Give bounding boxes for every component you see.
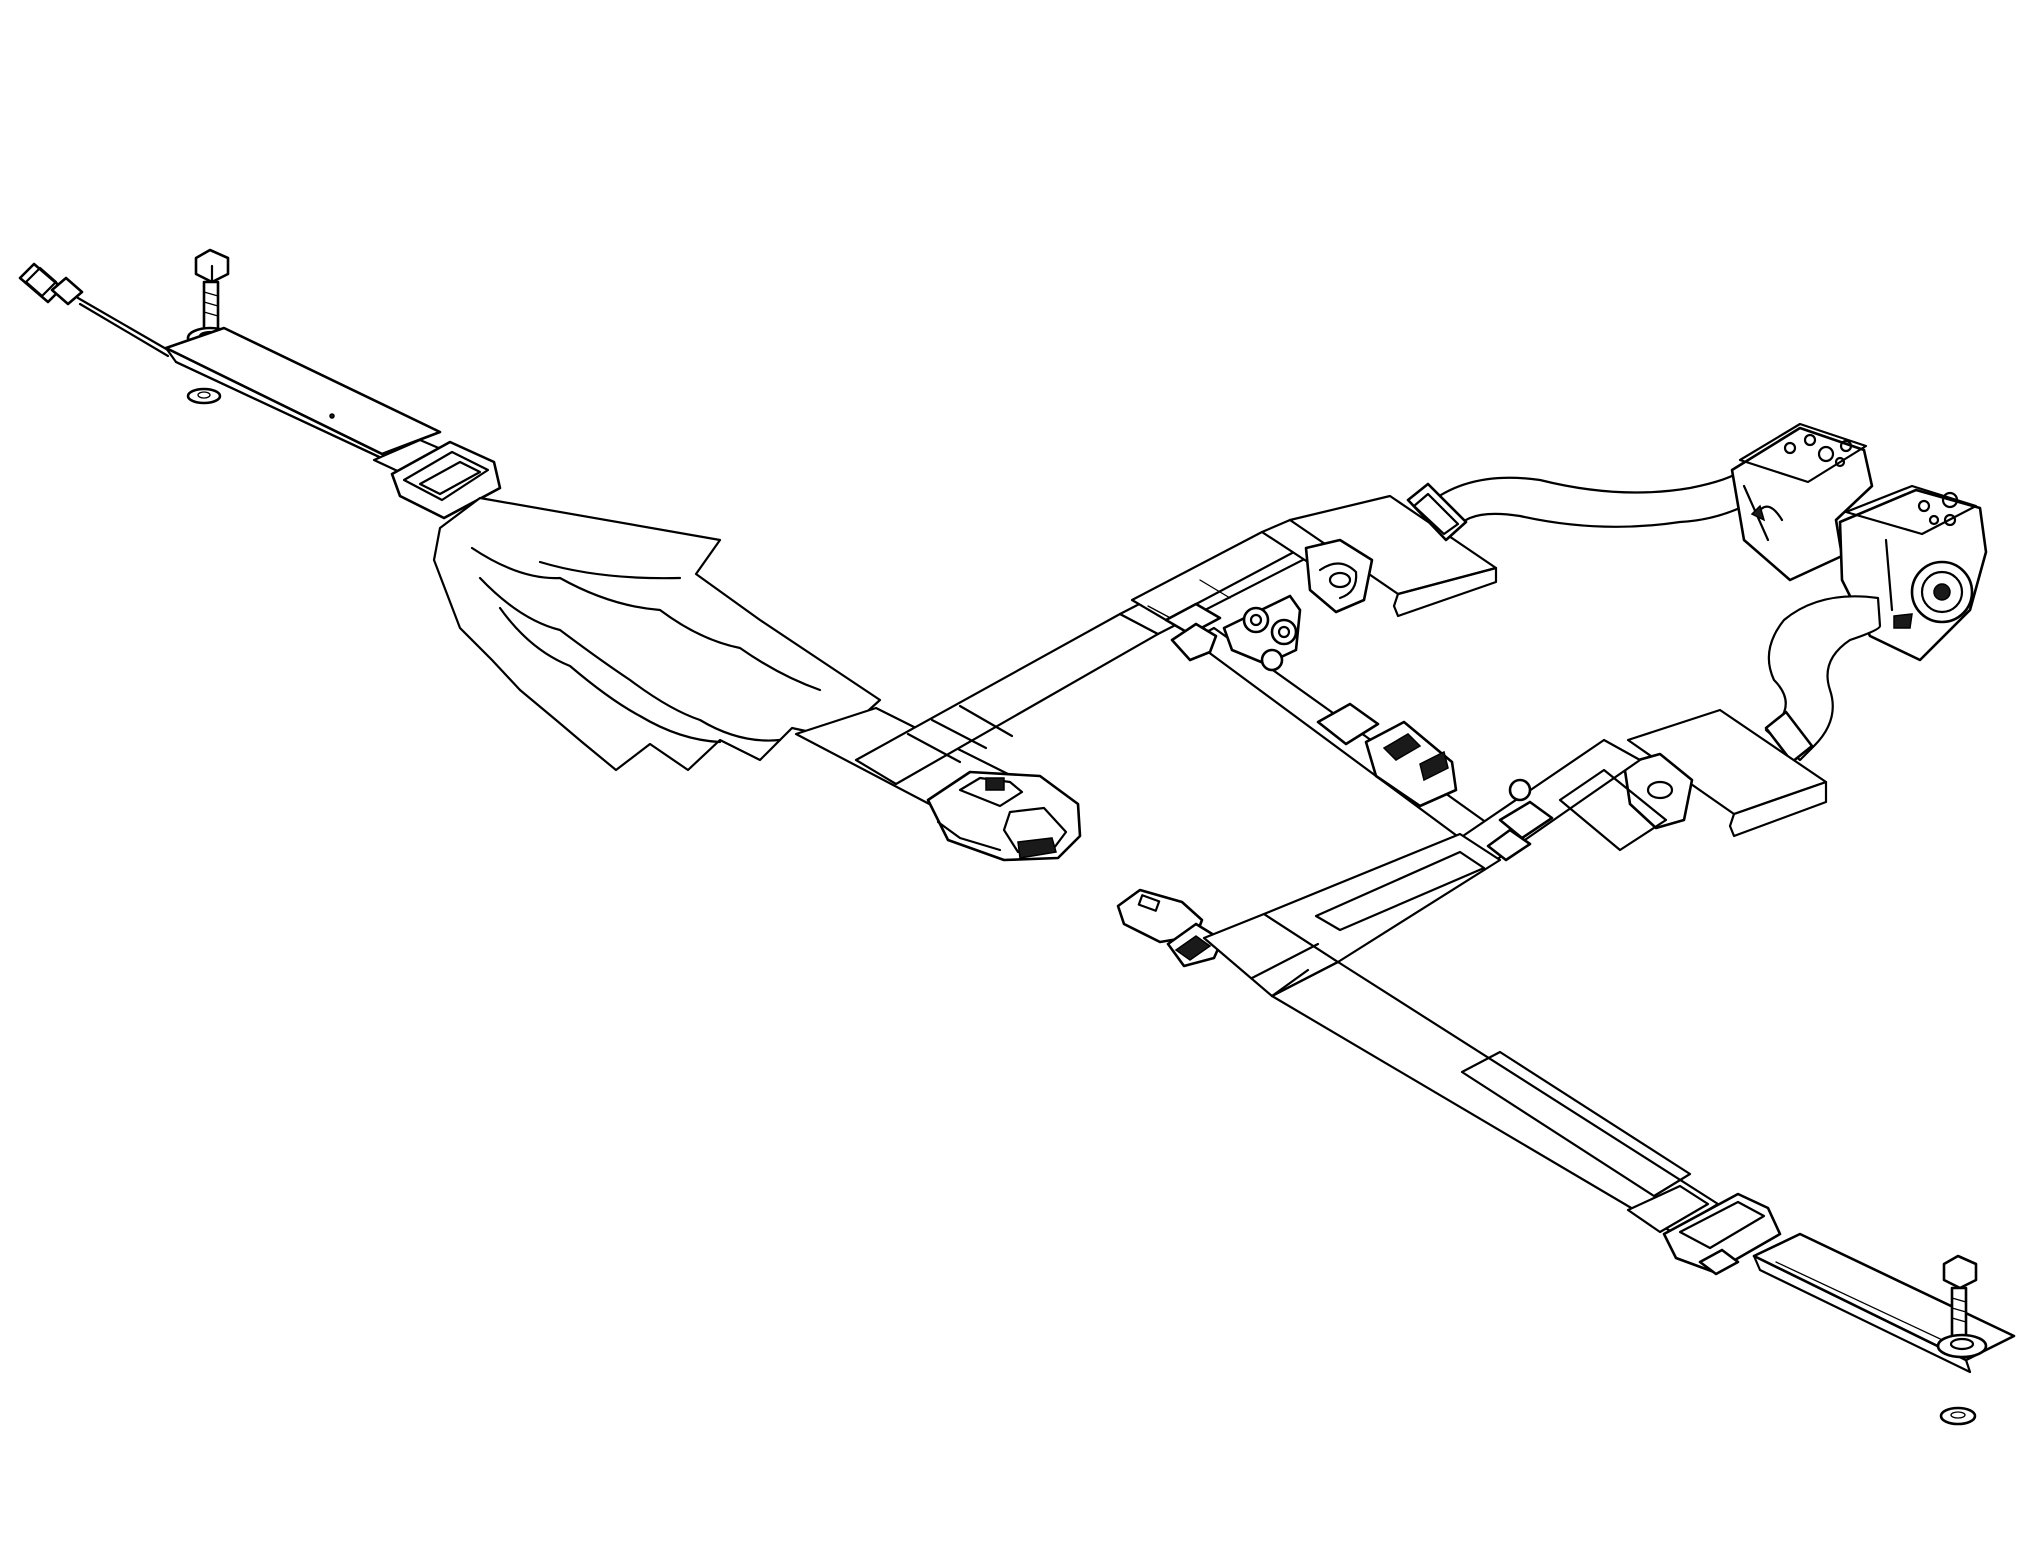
upper-left-anchor-plate [164,326,442,464]
retractor-feed-web-upper [1426,468,1758,532]
lower-shoulder-guide [1622,752,1694,830]
upper-left-anchor-bolt [186,248,234,405]
tongue-latch-plate [926,770,1082,862]
lower-anchor-plate [1752,1232,2016,1374]
retractor-guide-loop [1406,482,1468,542]
cross-strap-camlock [1316,702,1458,808]
lower-anchor-bolt [1936,1254,1988,1426]
lower-label-tag [1626,708,1828,838]
upper-left-adjuster-buckle [372,438,502,520]
left-retractor [1730,422,1874,582]
upper-shoulder-guide [1304,538,1374,614]
retractor-feed-web-lower [1764,595,1882,764]
upper-left-connector-plug [18,262,170,358]
lower-shoulder-web [1458,738,1668,862]
cross-bolt-fittings [1222,594,1302,672]
lower-lap-belt [1250,942,1720,1234]
lower-tongue-plate [1116,888,1224,968]
upper-left-webbing [432,496,882,772]
lower-adjuster-buckle [1626,1184,1782,1276]
